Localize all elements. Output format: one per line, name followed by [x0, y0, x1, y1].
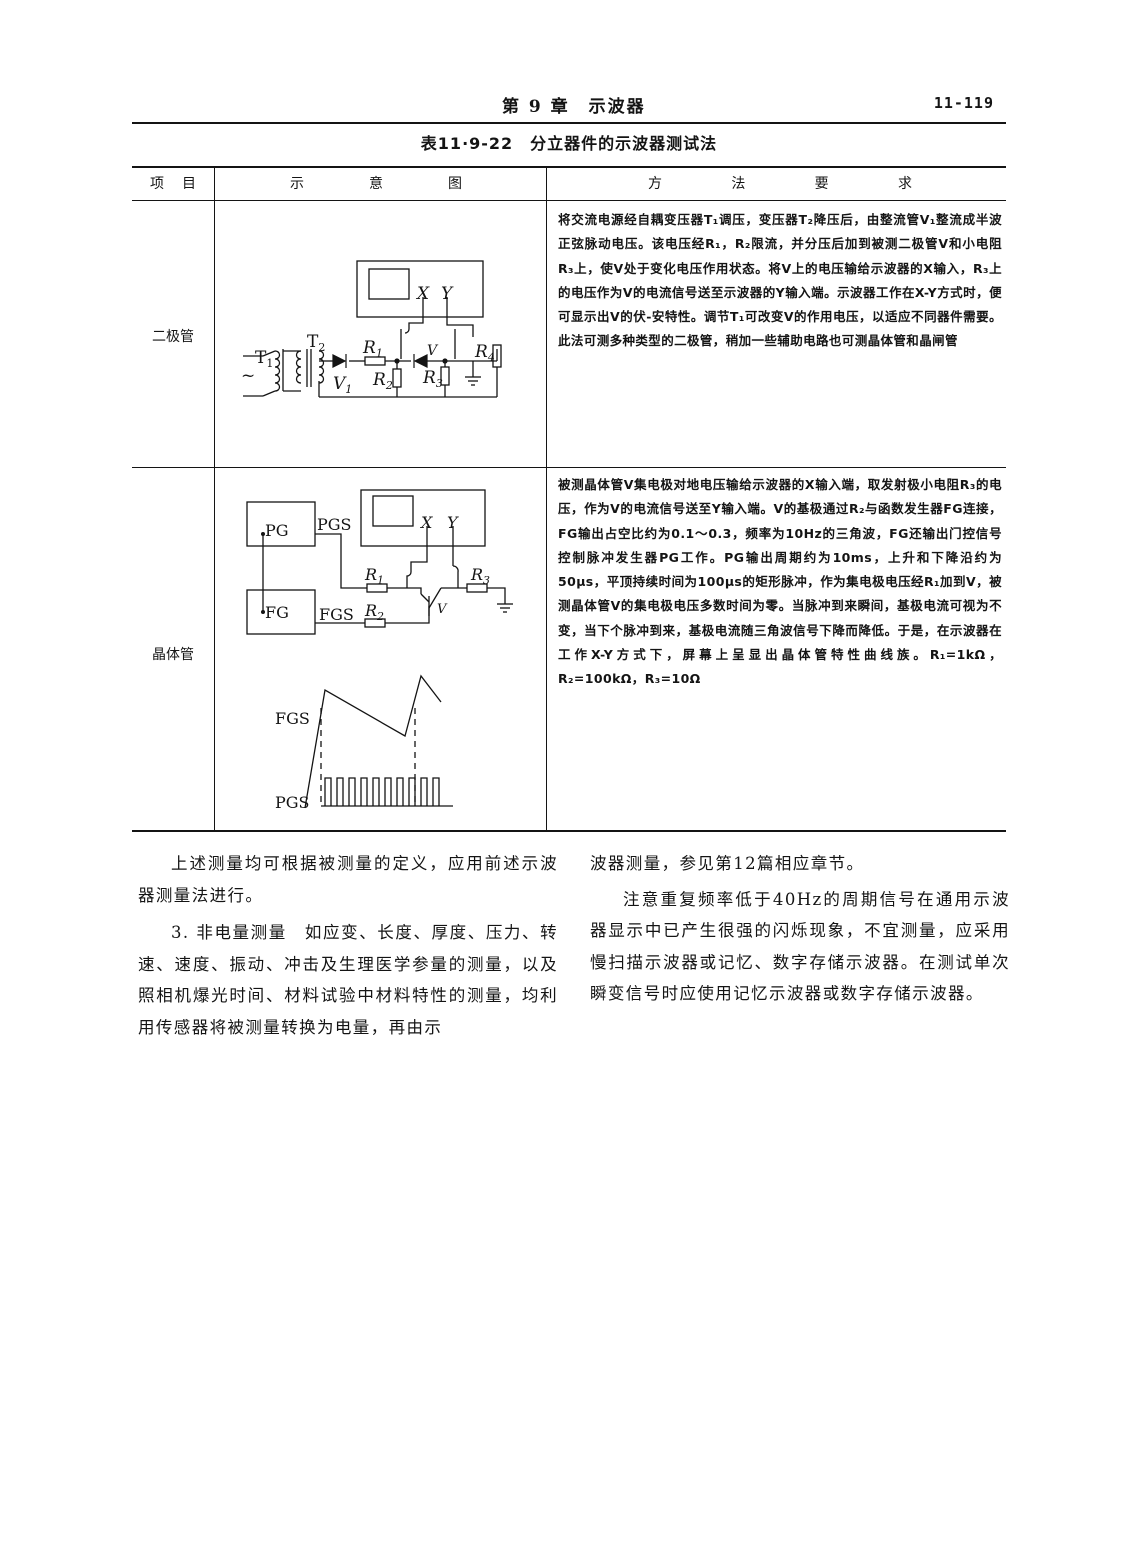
page-header: 第 9 章 示波器 11-119 [132, 88, 1004, 122]
header-rule [132, 122, 1006, 124]
col-header-char: 求 [897, 176, 912, 192]
ac-source-label: ~ [241, 366, 255, 386]
junction-dot [261, 532, 265, 536]
table-row-divider [132, 467, 1006, 468]
oscilloscope-box [360, 489, 486, 547]
row-label-diode: 二极管 [152, 329, 194, 345]
wire-r3-ground [487, 587, 506, 604]
row-label-transistor: 晶体管 [152, 647, 194, 663]
table-bottom-rule [132, 830, 1006, 832]
transistor-circuit-diagram: PG PGS FG FGS R1 R2 R3 V X Y FGS PGS [246, 489, 513, 812]
paragraph: 注意重复频率低于40Hz的周期信号在通用示波器显示中已产生很强的闪烁现象，不宜测… [590, 889, 1010, 1004]
function-generator-box [246, 589, 316, 635]
col-header-char: 示 [290, 176, 304, 192]
paragraph: 波器测量，参见第12篇相应章节。 [590, 854, 865, 873]
x-input-label: X [419, 513, 433, 532]
col-header-char: 意 [369, 176, 383, 192]
table-col-divider-2 [546, 166, 547, 830]
t1-winding [274, 350, 281, 392]
r1-label: R1 [362, 338, 383, 360]
col-header-char: 法 [731, 176, 746, 192]
col-header-char: 方 [648, 176, 662, 192]
x-input-label: X [415, 284, 430, 304]
r2-label: R2 [364, 601, 384, 623]
fgs-triangle-waveform [304, 674, 442, 809]
junction-dot [261, 610, 265, 614]
diode-v1-symbol [332, 354, 347, 368]
waveform-pgs-label: PGS [275, 793, 310, 812]
t2-label: T2 [307, 332, 325, 354]
r4-label: R4 [474, 342, 495, 364]
body-text-right: 波器测量，参见第12篇相应章节。 注意重复频率低于40Hz的周期信号在通用示波器… [590, 848, 1010, 1010]
col-header-char: 图 [448, 176, 462, 192]
x-probe-lead [404, 317, 424, 334]
chapter-title: 第 9 章 示波器 [502, 97, 646, 117]
transistor-collector [420, 593, 430, 603]
page-number: 11-119 [933, 94, 994, 112]
v-label: V [427, 343, 439, 359]
t1-lead-a [262, 350, 276, 357]
table-caption: 表11·9-22 分立器件的示波器测试法 [420, 134, 718, 153]
method-text-diode: 将交流电源经自耦变压器T₁调压，变压器T₂降压后，由整流管V₁整流成半波正弦脉动… [558, 212, 1002, 349]
r2-label: R2 [372, 370, 393, 392]
wire-r2-base [385, 606, 430, 624]
col-header-char: 要 [814, 176, 829, 192]
col-header-char: 目 [182, 176, 196, 192]
pgs-label: PGS [317, 515, 352, 534]
waveform-fgs-label: FGS [275, 709, 310, 728]
oscilloscope-box [356, 260, 484, 318]
oscilloscope-screen [368, 268, 410, 300]
y-input-label: Y [441, 284, 454, 304]
y-probe-wire [452, 546, 459, 588]
v-label: V [437, 602, 448, 617]
diode-v-symbol [413, 354, 428, 368]
fg-label: FG [265, 603, 289, 622]
pulse-generator-box [246, 501, 316, 547]
x-probe-wire [406, 546, 428, 588]
table-top-rule [132, 166, 1006, 168]
r3-label: R3 [422, 368, 443, 390]
col-header-char: 项 [150, 176, 164, 192]
diode-circuit-diagram: T1 T2 V1 R1 R2 R3 R4 V X Y ~ [241, 260, 502, 398]
resistor-r2 [392, 368, 402, 388]
transistor-emitter [428, 587, 442, 609]
col-header-diagram: 示 意 图 [290, 168, 462, 198]
col-header-method: 方 法 要 求 [648, 168, 912, 198]
y-probe-lead [446, 317, 474, 337]
r3-label: R3 [470, 565, 490, 587]
t2-secondary [318, 350, 325, 384]
v1-label: V1 [333, 374, 352, 396]
paragraph: 上述测量均可根据被测量的定义，应用前述示波器测量法进行。 [138, 854, 558, 905]
pg-label: PG [265, 521, 289, 540]
t1-lead-b [262, 390, 276, 397]
y-input-label: Y [447, 513, 459, 532]
t1-label: T1 [255, 348, 273, 370]
col-header-item: 项 目 [150, 168, 196, 198]
table-header-divider [132, 200, 1006, 201]
oscilloscope-screen [372, 495, 414, 527]
pgs-pulse-train [324, 777, 440, 806]
r1-label: R1 [364, 565, 384, 587]
paragraph: 3. 非电量测量 如应变、长度、厚度、压力、转速、速度、振动、冲击及生理医学参量… [138, 923, 558, 1037]
wire-r1-collector [387, 587, 422, 594]
junction-dot [442, 358, 448, 364]
pgs-wire [315, 533, 367, 589]
method-text-transistor: 被测晶体管V集电极对地电压输给示波器的X输入端，取发射极小电阻R₃的电压，作为V… [558, 477, 1002, 687]
junction-dot [394, 358, 400, 364]
table-col-divider-1 [214, 166, 215, 830]
t2-primary [295, 350, 302, 384]
fgs-label: FGS [319, 605, 354, 624]
body-text-left: 上述测量均可根据被测量的定义，应用前述示波器测量法进行。 3. 非电量测量 如应… [138, 848, 558, 1043]
